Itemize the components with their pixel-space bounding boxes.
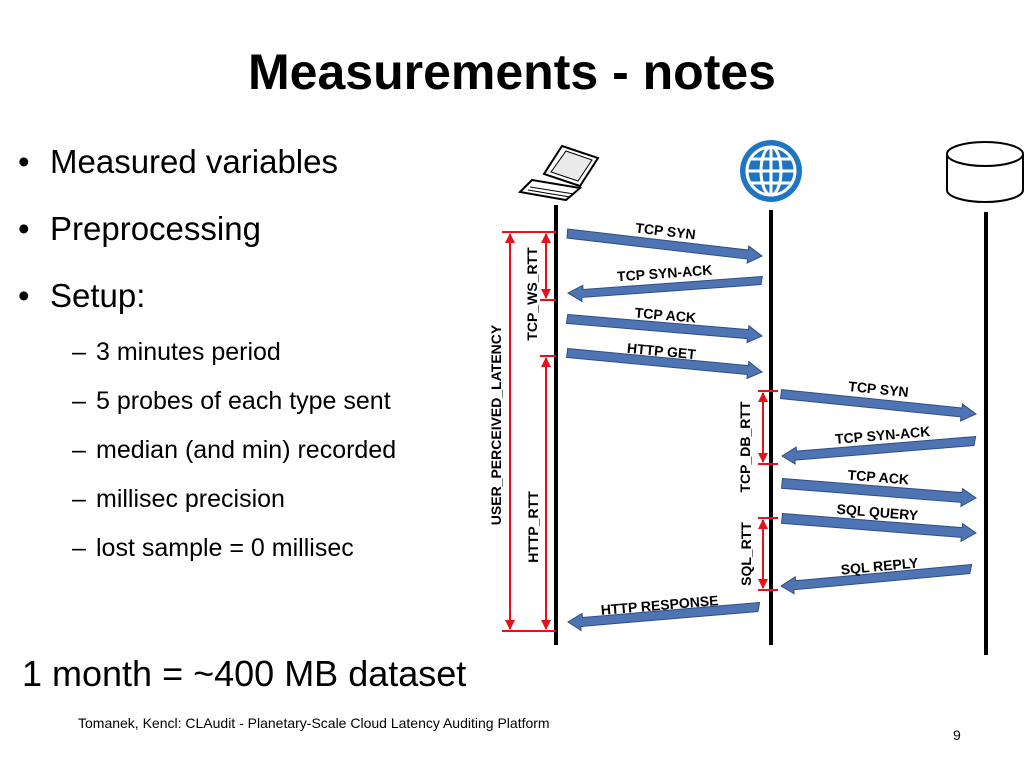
dash-glyph: –: [72, 387, 86, 415]
message-label: TCP SYN-ACK: [616, 262, 712, 285]
sub-bullet-text: lost sample = 0 millisec: [96, 534, 354, 562]
dash-glyph: –: [72, 485, 86, 513]
laptop-icon: [517, 144, 600, 202]
bullet-item: • Measured variables: [18, 142, 338, 209]
sub-bullet-text: 5 probes of each type sent: [96, 387, 391, 415]
bullet-glyph: •: [18, 277, 30, 314]
message-label: SQL QUERY: [836, 501, 919, 523]
bullet-item: • Setup:: [18, 276, 338, 343]
sub-bullet-text: median (and min) recorded: [96, 436, 397, 464]
sub-bullet-item: –3 minutes period: [72, 336, 396, 385]
sub-bullet-item: –5 probes of each type sent: [72, 385, 396, 434]
message-arrow: [780, 477, 977, 508]
database-cylinder-icon: [946, 141, 1024, 203]
globe-icon: [740, 140, 802, 202]
message-arrow: [566, 228, 763, 264]
message-arrow: [566, 347, 763, 380]
bullet-glyph: •: [18, 143, 30, 180]
message-label: HTTP GET: [626, 340, 697, 362]
sub-bullet-item: –median (and min) recorded: [72, 434, 396, 483]
dash-glyph: –: [72, 338, 86, 366]
message-arrow: [566, 275, 763, 303]
message-arrow: [780, 563, 973, 595]
bullet-item: • Preprocessing: [18, 209, 338, 276]
sub-bullet-item: –millisec precision: [72, 483, 396, 532]
sub-bullet-text: 3 minutes period: [96, 338, 281, 366]
message-label: TCP SYN-ACK: [834, 423, 930, 447]
footer-citation: Tomanek, Kencl: CLAudit - Planetary-Scal…: [78, 715, 550, 731]
sub-bullet-text: millisec precision: [96, 485, 285, 513]
message-label: TCP ACK: [634, 304, 697, 325]
message-label: TCP ACK: [847, 467, 910, 488]
interval-label: TCP_WS_RTT: [524, 247, 540, 341]
dash-glyph: –: [72, 534, 86, 562]
dash-glyph: –: [72, 436, 86, 464]
interval-label: TCP_DB_RTT: [737, 401, 753, 492]
interval-label: USER_PERCEIVED_LATENCY: [488, 324, 504, 525]
dataset-note: 1 month = ~400 MB dataset: [22, 653, 467, 694]
page-number: 9: [953, 727, 961, 743]
sub-bullet-item: –lost sample = 0 millisec: [72, 532, 396, 581]
message-label: TCP SYN: [848, 378, 910, 400]
bullet-text: Measured variables: [50, 143, 338, 180]
message-arrow: [779, 389, 977, 422]
message-arrow: [567, 601, 761, 632]
message-arrow: [780, 512, 977, 543]
interval-label: HTTP_RTT: [525, 491, 541, 563]
slide-title: Measurements - notes: [248, 44, 776, 100]
interval-label: SQL_RTT: [738, 522, 754, 586]
bullet-text: Setup:: [50, 277, 146, 314]
sub-bullet-list: –3 minutes period –5 probes of each type…: [72, 336, 396, 581]
message-arrow: [565, 313, 763, 344]
bullet-list: • Measured variables • Preprocessing • Setu…: [18, 142, 338, 343]
message-label: TCP SYN: [635, 220, 697, 243]
message-arrow: [781, 435, 977, 466]
bullet-text: Preprocessing: [50, 210, 261, 247]
message-label: SQL REPLY: [840, 554, 920, 577]
bullet-glyph: •: [18, 210, 30, 247]
